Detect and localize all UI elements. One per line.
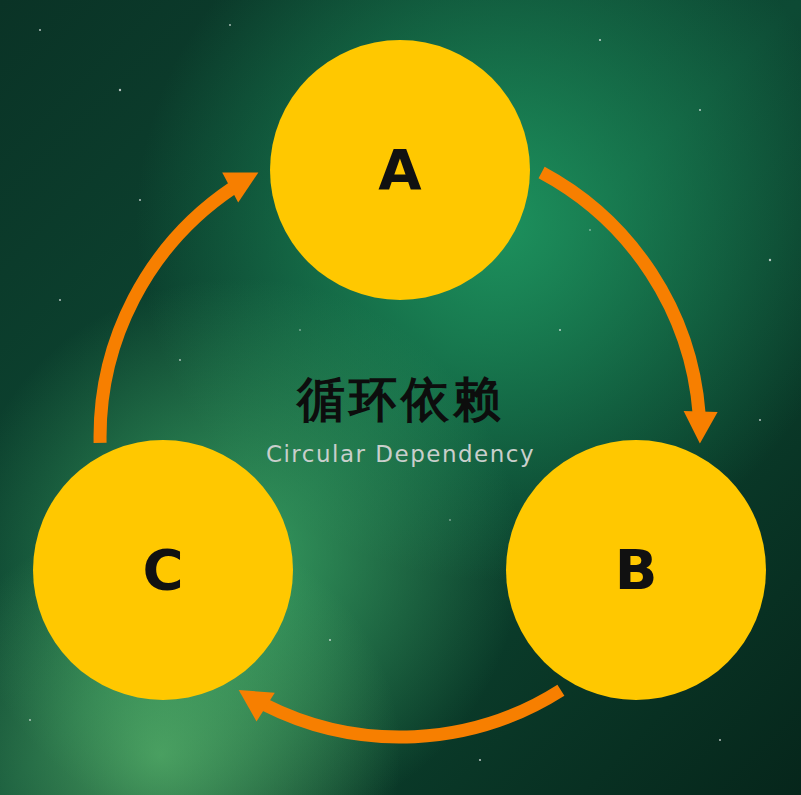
arrow-head [222, 173, 258, 203]
curved-arrow [100, 173, 258, 443]
title-wrap: 循环依赖 [0, 368, 801, 432]
curved-arrow [542, 173, 718, 444]
arrow-shaft [542, 173, 700, 414]
node-letter: C [142, 542, 183, 598]
arrow-shaft [100, 188, 233, 443]
node-circle: A [270, 40, 530, 300]
diagram-title: 循环依赖 [297, 371, 505, 427]
arrow-shaft [265, 690, 561, 737]
arrow-head [239, 690, 275, 722]
arrow-head [684, 411, 718, 443]
node-circle: C [33, 440, 293, 700]
node-letter: B [615, 542, 658, 598]
diagram-caption: Circular Dependency [266, 441, 535, 467]
node-letter: A [378, 142, 421, 198]
curved-arrow [239, 690, 561, 737]
node-circle: B [506, 440, 766, 700]
